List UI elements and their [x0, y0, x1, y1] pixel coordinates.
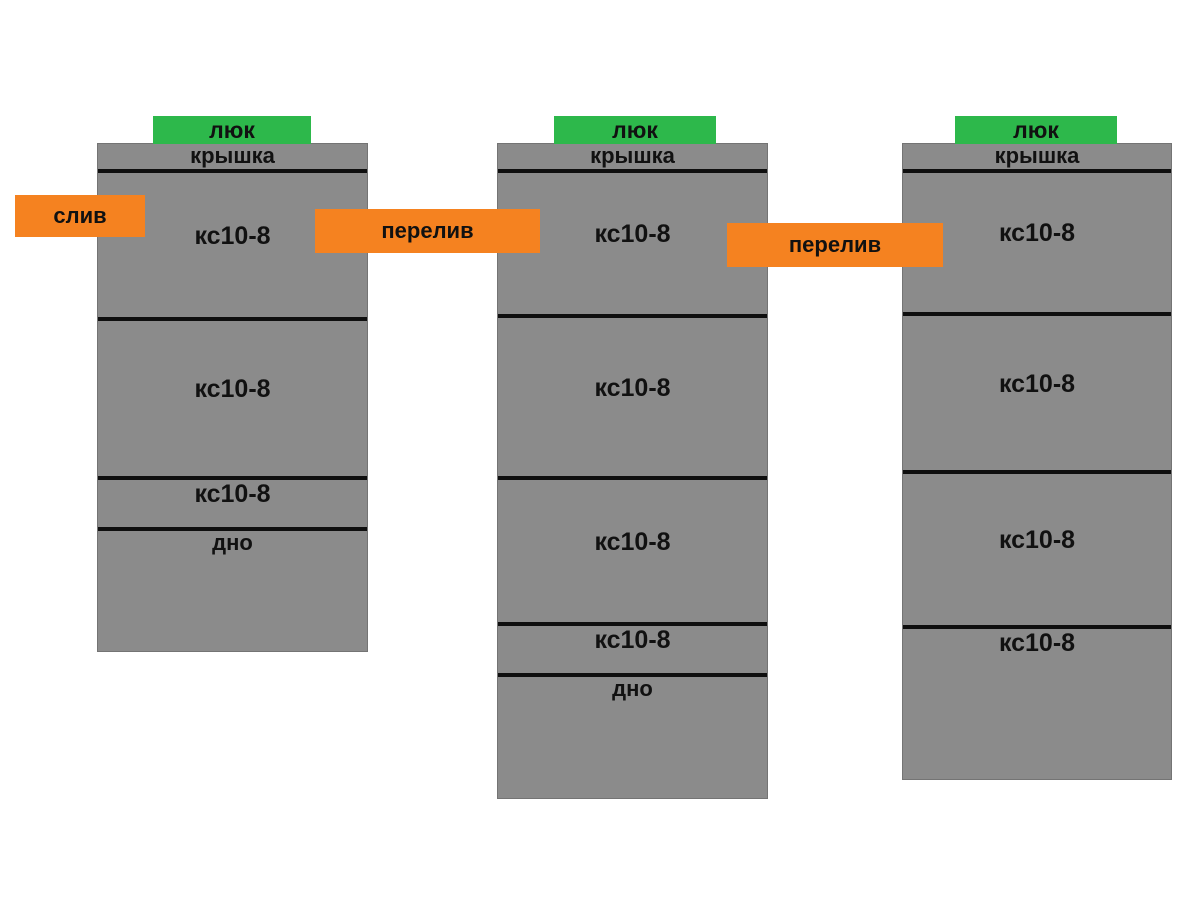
ring-label: кс10-8 [594, 626, 671, 654]
cover-label: крышка [98, 144, 367, 173]
ring-section: кс10-8 [903, 629, 1171, 676]
ring-label: кс10-8 [594, 373, 671, 402]
ring-label: кс10-8 [594, 527, 671, 556]
cover-label: крышка [498, 144, 767, 173]
well-column-2: люк крышка кс10-8 кс10-8 кс10-8 кс10-8 д… [497, 116, 768, 799]
manhole-hatch-label: люк [153, 116, 311, 144]
overflow-pipe-label-right: перелив [727, 223, 943, 267]
ring-label: кс10-8 [594, 220, 671, 248]
bottom-label: дно [212, 530, 253, 555]
cover-label: крышка [903, 144, 1171, 173]
ring-label: кс10-8 [998, 369, 1076, 398]
ring-section: кс10-8 [903, 316, 1171, 474]
ring-section: кс10-8 [498, 318, 767, 480]
ring-label: кс10-8 [998, 526, 1076, 554]
ring-section: кс10-8 [98, 480, 367, 531]
bottom-label: дно [612, 676, 653, 701]
ring-section: кс10-8 [498, 626, 767, 677]
ring-section: кс10-8 [98, 173, 367, 321]
ring-label: кс10-8 [998, 629, 1076, 657]
drain-pipe-label: слив [15, 195, 145, 237]
manhole-hatch-label: люк [554, 116, 716, 144]
ring-section: кс10-8 [498, 173, 767, 318]
ring-label: кс10-8 [194, 221, 271, 250]
overflow-pipe-label-left: перелив [315, 209, 540, 253]
manhole-hatch-label: люк [955, 116, 1117, 144]
ring-label: кс10-8 [998, 219, 1076, 247]
well-column-3: люк крышка кс10-8 кс10-8 кс10-8 кс10-8 [902, 116, 1172, 780]
ring-section: кс10-8 [498, 480, 767, 626]
ring-label: кс10-8 [194, 375, 271, 403]
ring-section: кс10-8 [903, 474, 1171, 629]
ring-section: кс10-8 [98, 321, 367, 480]
ring-section: кс10-8 [903, 173, 1171, 316]
ring-label: кс10-8 [194, 480, 271, 508]
